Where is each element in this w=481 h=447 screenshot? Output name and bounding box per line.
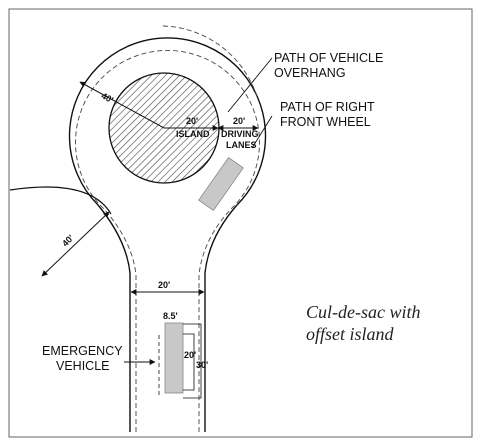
vehicle-in-bulb — [198, 156, 244, 212]
lanes-label-line-2: LANES — [226, 140, 257, 150]
emergency-callout-line-1: EMERGENCY — [42, 344, 123, 358]
overhang-callout-line-1: PATH OF VEHICLE — [274, 51, 383, 65]
lanes-width-label: 20' — [233, 116, 245, 126]
radius-dim-line — [79, 81, 165, 129]
island-width-label: 20' — [186, 116, 198, 126]
figure-frame — [8, 8, 473, 438]
emergency-callout-line-2: VEHICLE — [56, 359, 110, 373]
caption-line-2: offset island — [306, 324, 395, 344]
overhang-path-outer — [162, 25, 259, 101]
dim-inner-bracket — [183, 333, 195, 391]
island-label: ISLAND — [176, 129, 210, 139]
street-width-label: 20' — [158, 280, 170, 290]
overhang-callout-line-2: OVERHANG — [274, 66, 346, 80]
lanes-label-line-1: DRIVING — [221, 129, 259, 139]
wheel-leader — [251, 115, 273, 149]
corner-curb-arc — [9, 186, 112, 215]
dim-outer-bracket — [183, 323, 202, 399]
emergency-vehicle — [164, 322, 184, 394]
overhang-path — [75, 50, 260, 432]
radius-outer-label: 40' — [100, 91, 115, 106]
wheel-callout-line-1: PATH OF RIGHT — [280, 100, 375, 114]
dim-inner-label: 20' — [184, 350, 196, 360]
vehicle-width-label: 8.5' — [163, 311, 178, 321]
caption-line-1: Cul-de-sac with — [306, 302, 421, 322]
culdesac-curb — [68, 37, 267, 432]
corner-radius-dim — [41, 211, 110, 277]
wheel-callout-line-2: FRONT WHEEL — [280, 115, 371, 129]
dim-outer-label: 30' — [196, 360, 208, 370]
overhang-leader — [227, 57, 273, 113]
